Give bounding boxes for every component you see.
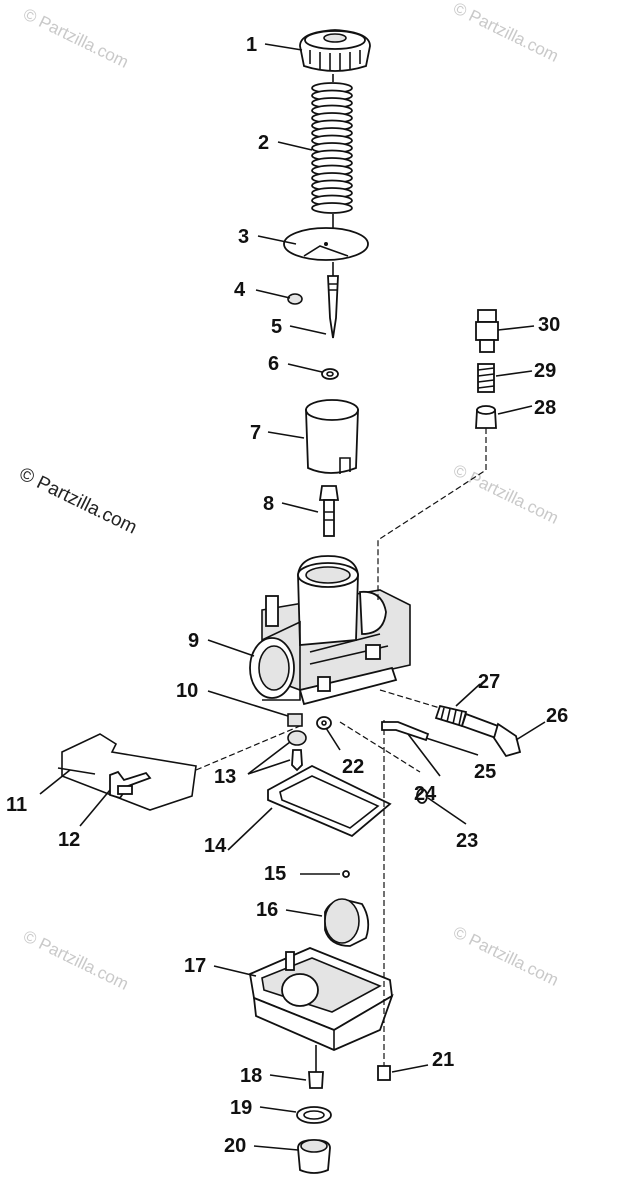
label-24: 24 <box>414 783 437 805</box>
part-9-carburetor-body <box>249 555 411 706</box>
part-12-float-arm <box>109 770 152 800</box>
label-9: 9 <box>188 630 199 652</box>
part-29-spring <box>477 363 495 393</box>
label-10: 10 <box>176 680 198 702</box>
label-26: 26 <box>546 705 568 727</box>
label-29: 29 <box>534 360 556 382</box>
label-23: 23 <box>456 830 478 852</box>
label-25: 25 <box>474 761 496 783</box>
part-17-float-bowl <box>248 947 394 1051</box>
part-18-drain-screw <box>308 1045 324 1089</box>
part-15-ball <box>342 870 350 878</box>
part-24-pilot-screw <box>381 721 430 742</box>
part-23-screw <box>339 721 428 804</box>
part-13-needle-valve <box>287 730 307 772</box>
watermarks: © Partzilla.com © Partzilla.com © Partzi… <box>16 0 562 994</box>
label-11: 11 <box>6 794 27 816</box>
label-21: 21 <box>432 1049 454 1071</box>
label-27: 27 <box>478 671 500 693</box>
label-5: 5 <box>271 316 282 338</box>
label-22: 22 <box>342 756 364 778</box>
part-28-cap <box>475 405 497 429</box>
label-13: 13 <box>214 766 236 788</box>
label-14: 14 <box>204 835 227 857</box>
watermark-bottom-left: © Partzilla.com <box>20 927 131 994</box>
part-7-slide <box>305 399 359 474</box>
callout-labels: 1 2 3 4 5 6 7 8 9 10 11 12 13 14 15 16 1… <box>6 34 568 1157</box>
watermark-top-left: © Partzilla.com <box>20 5 131 72</box>
label-17: 17 <box>184 955 206 977</box>
label-3: 3 <box>238 226 249 248</box>
label-12: 12 <box>58 829 80 851</box>
part-11-bracket <box>57 725 301 811</box>
part-4-clip <box>287 293 303 305</box>
part-1-cap <box>299 29 371 72</box>
spring-coil <box>311 202 353 214</box>
part-30-fitting <box>475 309 499 353</box>
watermark-middle-left: © Partzilla.com <box>16 464 140 539</box>
part-2-spring <box>311 82 353 214</box>
part-26-idle-screw <box>460 712 522 758</box>
pilot-jet-guide-line <box>377 428 487 600</box>
watermark-top-right: © Partzilla.com <box>450 0 561 66</box>
part-22-washer <box>316 716 332 730</box>
part-5-needle <box>327 262 339 339</box>
label-1: 1 <box>246 34 257 56</box>
part-19-o-ring <box>296 1106 332 1124</box>
part-10-jet <box>287 713 303 727</box>
part-8-jet-needle <box>318 485 340 537</box>
label-7: 7 <box>250 422 261 444</box>
label-18: 18 <box>240 1065 262 1087</box>
part-3-plate <box>283 227 369 261</box>
label-28: 28 <box>534 397 556 419</box>
label-19: 19 <box>230 1097 252 1119</box>
part-20-plug <box>297 1139 331 1174</box>
part-14-gasket <box>267 764 392 838</box>
part-16-float <box>324 898 370 947</box>
label-16: 16 <box>256 899 278 921</box>
label-30: 30 <box>538 314 560 336</box>
watermark-bottom-right: © Partzilla.com <box>450 923 561 990</box>
label-15: 15 <box>264 863 286 885</box>
label-2: 2 <box>258 132 269 154</box>
watermark-middle-right: © Partzilla.com <box>450 461 561 528</box>
part-27-spring <box>379 689 468 728</box>
leader-lines <box>39 43 546 1151</box>
label-20: 20 <box>224 1135 246 1157</box>
label-8: 8 <box>263 493 274 515</box>
part-21-screw <box>377 720 391 1081</box>
label-6: 6 <box>268 353 279 375</box>
label-4: 4 <box>234 279 246 301</box>
part-6-washer <box>321 368 339 380</box>
